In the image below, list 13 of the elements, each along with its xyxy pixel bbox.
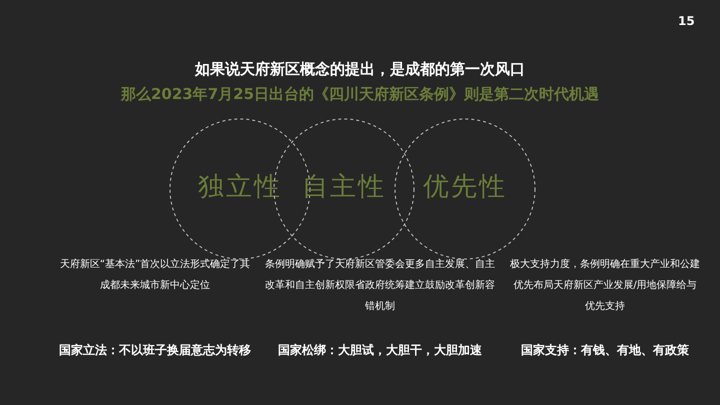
circle-label: 自主性 [301,171,387,204]
circle-label: 优先性 [422,171,508,204]
summary-text: 国家支持：有钱、有地、有政策 [520,342,690,359]
summary-text: 国家立法：不以班子换届意志为转移 [58,342,252,359]
description-text: 天府新区“基本法”首次以立法形式确定了其成都未来城市新中心定位 [58,258,252,293]
slide-title: 如果说天府新区概念的提出，是成都的第一次风口 [194,60,526,79]
subtitle: 那么2023年7月25日出台的《四川天府新区条例》则是第二次时代机遇 [120,85,600,104]
page-number: 15 [678,14,695,28]
circle-label: 独立性 [197,171,283,204]
summary-text: 国家松绑：大胆试，大胆干，大胆加速 [277,342,483,359]
description-text: 条例明确赋予了天府新区管委会更多自主发展、自主改革和自主创新权限省政府统筹建立鼓励改革创新容错机制 [264,258,496,314]
dashed-circle [394,118,536,260]
description-text: 极大支持力度，条例明确在重大产业和公建优先布局天府新区产业发展/用地保障给与优先支持 [510,258,700,314]
